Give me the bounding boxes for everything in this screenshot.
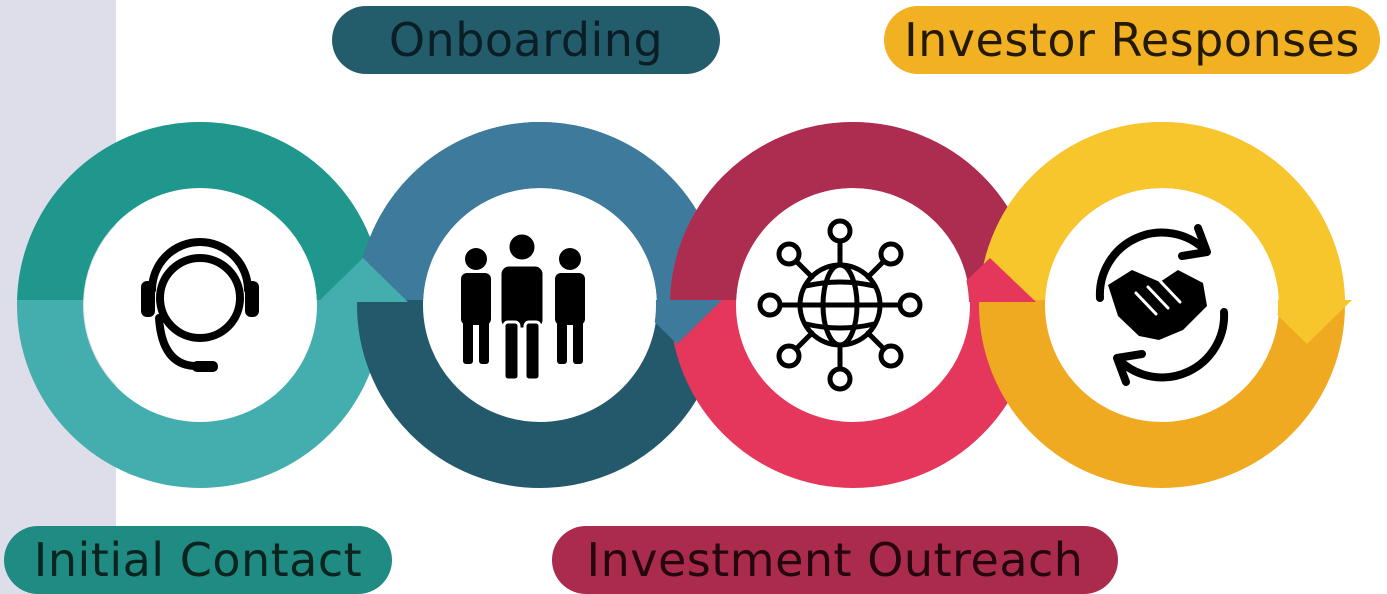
arrowhead-initial-contact xyxy=(318,258,408,302)
stage-label-investment-outreach: Investment Outreach xyxy=(552,526,1118,594)
arrowhead-investor-responses xyxy=(1262,300,1352,344)
stage-label-investor-responses: Investor Responses xyxy=(884,6,1380,74)
stage-label-onboarding: Onboarding xyxy=(332,6,720,74)
stage-label-initial-contact: Initial Contact xyxy=(4,526,392,594)
handshake-cycle-icon xyxy=(1095,224,1229,386)
ring-initial-contact xyxy=(17,122,383,488)
people-group-icon xyxy=(461,231,585,382)
headset-icon xyxy=(141,238,259,372)
globe-network-icon xyxy=(757,218,923,392)
